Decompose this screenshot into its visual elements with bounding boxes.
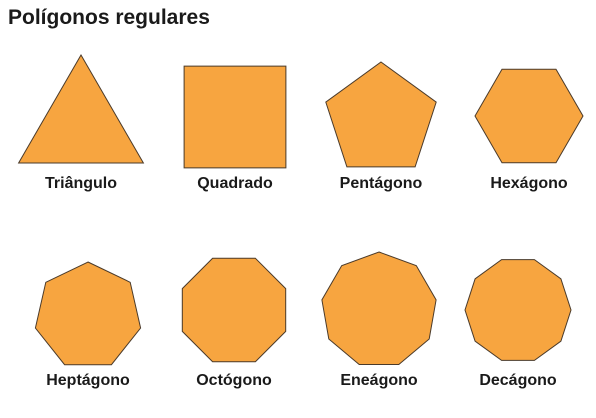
- pentagon-shape: [325, 61, 437, 168]
- decagon-figure: Decágono: [464, 259, 572, 389]
- triangle-figure: Triângulo: [17, 54, 145, 192]
- pentagon-label: Pentágono: [340, 175, 423, 192]
- hexagon-shape: [474, 68, 584, 164]
- octagon-label: Octógono: [196, 372, 272, 389]
- nonagon-label: Eneágono: [340, 372, 418, 389]
- heptagon-figure: Heptágono: [34, 261, 142, 389]
- heptagon-shape: [34, 261, 142, 366]
- pentagon-figure: Pentágono: [325, 61, 437, 192]
- page-title: Polígonos regulares: [8, 6, 210, 29]
- decagon-shape: [464, 259, 572, 361]
- square-shape: [183, 65, 287, 169]
- triangle-label: Triângulo: [45, 175, 117, 192]
- nonagon-figure: Eneágono: [321, 251, 437, 389]
- hexagon-figure: Hexágono: [474, 68, 584, 192]
- hexagon-label: Hexágono: [490, 175, 568, 192]
- octagon-shape: [181, 257, 287, 363]
- heptagon-label: Heptágono: [46, 372, 130, 389]
- square-label: Quadrado: [197, 175, 273, 192]
- octagon-figure: Octógono: [181, 257, 287, 389]
- decagon-label: Decágono: [479, 372, 557, 389]
- nonagon-shape: [321, 251, 437, 365]
- square-figure: Quadrado: [183, 65, 287, 192]
- triangle-shape: [17, 54, 145, 164]
